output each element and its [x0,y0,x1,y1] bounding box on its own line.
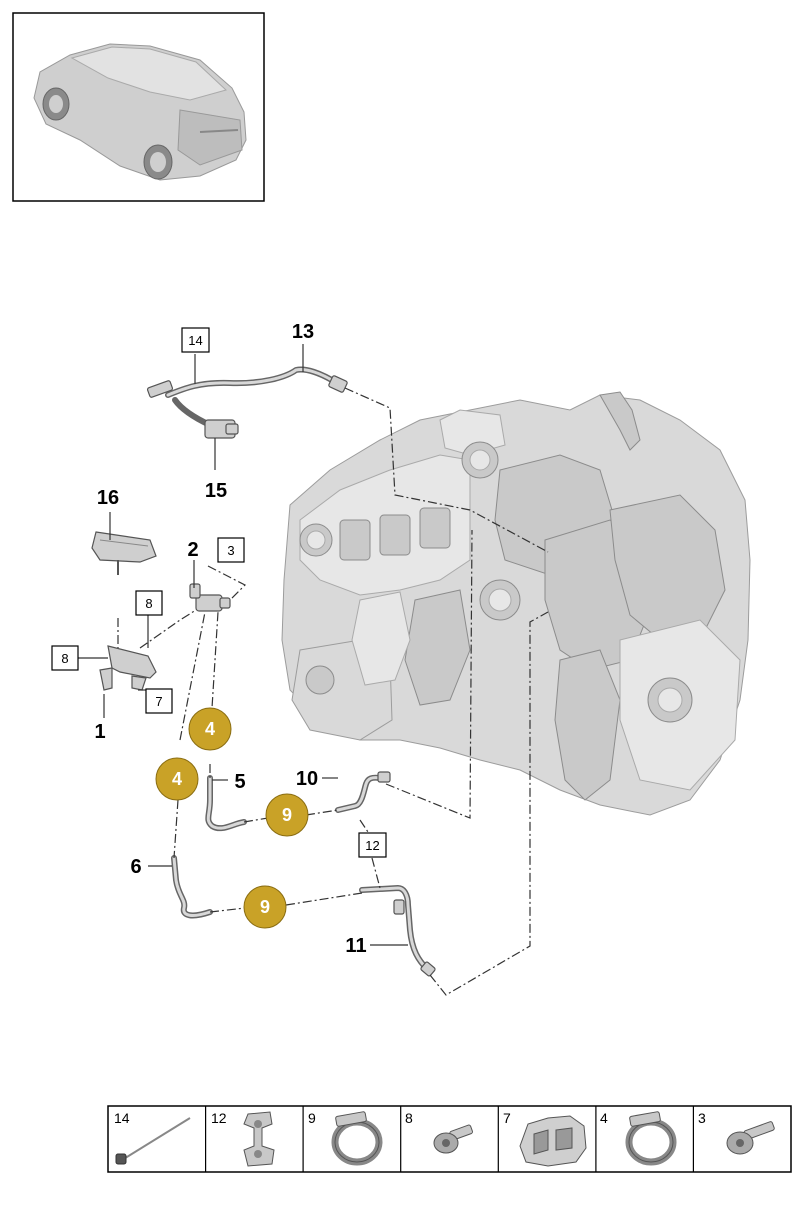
hose-clamp-icon [331,1111,383,1166]
bracket-part[interactable] [99,645,157,691]
callout-2[interactable]: 2 [187,539,198,561]
suv-icon [33,43,247,181]
callout-labels: 13 15 16 2 1 5 10 6 11 [94,321,366,957]
ref-box-3-label: 3 [227,543,234,558]
badge-4-upper-label: 4 [205,719,215,739]
ref-box-12-label: 12 [365,838,379,853]
ref-box-14-label: 14 [188,333,202,348]
legend-cell-9[interactable]: 9 [308,1110,383,1166]
valve-part[interactable] [189,583,231,612]
legend-cell-12[interactable]: 12 [211,1110,275,1167]
badge-9-lower-label: 9 [260,897,270,917]
boxed-refs: 14 3 8 8 7 12 [51,327,387,858]
ref-box-3[interactable]: 3 [217,537,245,563]
legend-cell-3[interactable]: 3 [698,1110,775,1155]
legend-num-8: 8 [405,1110,413,1126]
callout-6[interactable]: 6 [130,856,141,878]
hose-6[interactable] [171,855,213,919]
legend-cell-7[interactable]: 7 [503,1110,587,1167]
badge-9-upper[interactable]: 9 [265,793,309,837]
legend-num-7: 7 [503,1110,511,1126]
gold-badges: 4 4 9 9 [155,707,309,929]
legend-num-9: 9 [308,1110,316,1126]
callout-5[interactable]: 5 [234,771,245,793]
badge-4-upper[interactable]: 4 [188,707,232,751]
callout-10[interactable]: 10 [296,768,318,790]
double-clip-icon [243,1111,275,1167]
legend-num-4: 4 [600,1110,608,1126]
legend-num-12: 12 [211,1110,227,1126]
callout-15[interactable]: 15 [205,480,227,502]
callout-13[interactable]: 13 [292,321,314,343]
multi-clip-icon [519,1115,587,1167]
connection-lines [117,387,549,996]
screw-icon [726,1121,775,1155]
ref-box-14[interactable]: 14 [181,327,210,353]
ref-box-8-upper[interactable]: 8 [135,590,163,616]
pipe-10[interactable] [335,771,391,813]
parts-legend-table: 14 12 9 8 [107,1105,792,1173]
ref-box-8-lower-label: 8 [61,651,68,666]
badge-4-lower-label: 4 [172,769,182,789]
callout-11[interactable]: 11 [345,935,366,957]
engine-assembly [281,391,751,816]
ref-box-7-label: 7 [155,694,162,709]
badge-9-upper-label: 9 [282,805,292,825]
bolt-icon [433,1124,473,1154]
hose-clamp-icon [625,1111,677,1166]
badge-9-lower[interactable]: 9 [243,885,287,929]
vehicle-thumbnail[interactable] [12,12,265,202]
ref-box-8-upper-label: 8 [145,596,152,611]
callout-16[interactable]: 16 [97,487,119,509]
legend-cell-4[interactable]: 4 [600,1110,677,1166]
legend-cell-8[interactable]: 8 [405,1110,473,1154]
callout-1[interactable]: 1 [94,721,105,743]
leader-lines [78,344,408,946]
ref-box-8-lower[interactable]: 8 [51,645,79,671]
legend-num-3: 3 [698,1110,706,1126]
legend-num-14: 14 [114,1110,130,1126]
hose-5[interactable] [205,775,247,832]
ref-box-12[interactable]: 12 [358,832,387,858]
heat-shield-part[interactable] [91,531,157,575]
legend-cell-14[interactable]: 14 [114,1110,191,1165]
harness-assembly[interactable] [146,366,348,439]
cable-tie-pin-icon [115,1117,191,1165]
ref-box-7[interactable]: 7 [145,688,173,714]
badge-4-lower[interactable]: 4 [155,757,199,801]
pipe-11[interactable] [359,885,436,977]
